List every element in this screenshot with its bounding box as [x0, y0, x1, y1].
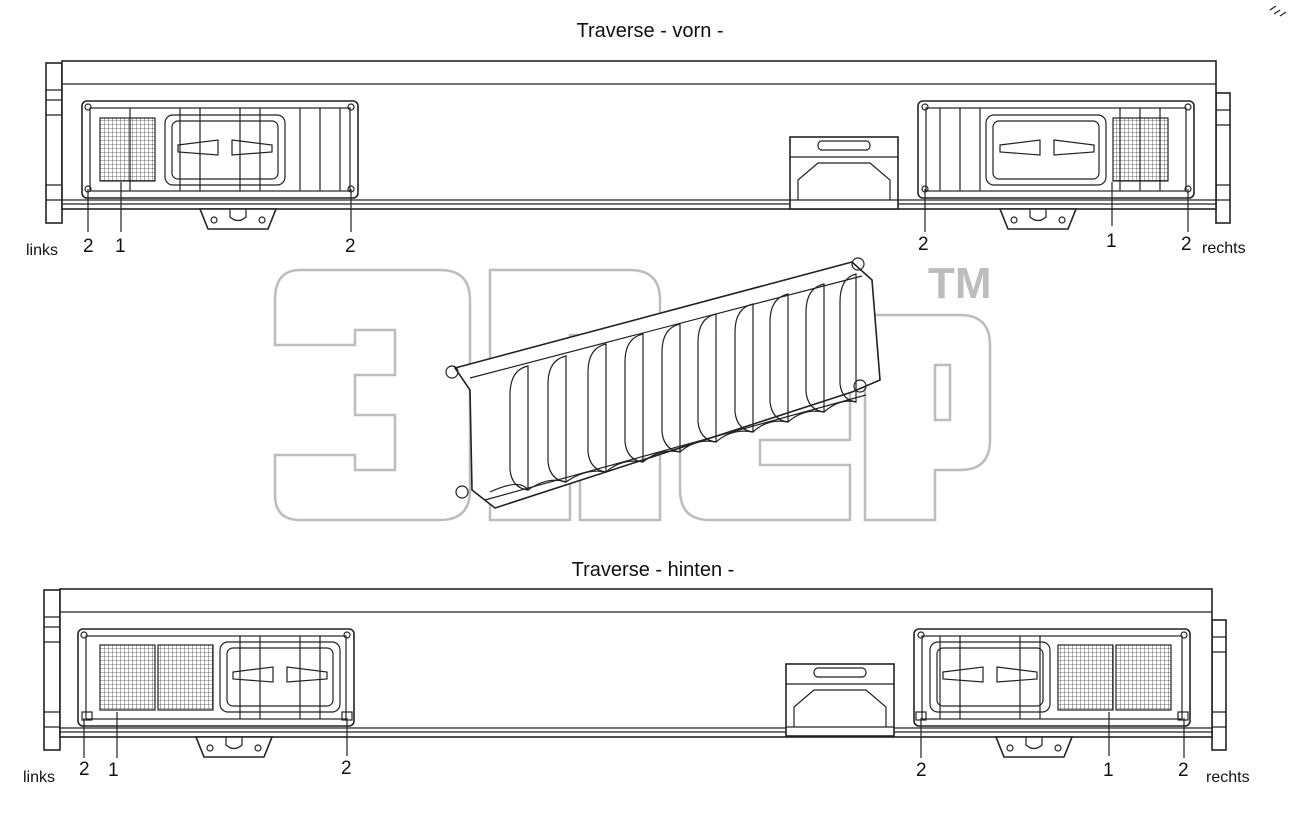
rear-left-reflector-1	[99, 644, 156, 711]
rear-lamp-left	[77, 628, 355, 727]
rear-label-rechts: rechts	[1206, 769, 1250, 786]
rear-callout-2: 1	[108, 760, 119, 781]
front-bracket-right	[998, 208, 1078, 230]
front-callout-2: 1	[115, 236, 126, 257]
front-callout-5: 1	[1106, 231, 1117, 252]
front-callout-3: 2	[345, 236, 356, 257]
rear-right-endcap	[1211, 619, 1227, 751]
front-traverse	[45, 60, 1231, 232]
rear-left-reflector-2	[157, 644, 214, 711]
corner-glyph-icon	[1269, 5, 1287, 17]
rear-callout-1: 2	[79, 759, 90, 780]
rear-callout-6: 2	[1178, 760, 1189, 781]
front-bracket-left	[198, 208, 278, 230]
front-left-endcap	[45, 62, 63, 224]
title-front: Traverse - vorn -	[576, 20, 723, 42]
front-callout-1: 2	[83, 236, 94, 257]
front-right-endcap	[1215, 92, 1231, 224]
front-lamp-left	[81, 100, 359, 199]
grille-detail	[445, 257, 881, 509]
rear-bracket-left	[194, 736, 274, 758]
rear-right-reflector-2	[1115, 644, 1172, 711]
rear-right-reflector-1	[1057, 644, 1114, 711]
front-label-rechts: rechts	[1202, 240, 1246, 257]
front-center-housing	[789, 136, 899, 210]
front-label-links: links	[26, 242, 58, 259]
trademark-mark: TM	[928, 259, 992, 308]
rear-bracket-right	[994, 736, 1074, 758]
front-callout-6: 2	[1181, 234, 1192, 255]
rear-label-links: links	[23, 769, 55, 786]
front-callout-4: 2	[918, 234, 929, 255]
rear-center-housing	[785, 663, 895, 737]
rear-left-endcap	[43, 589, 61, 751]
rear-callout-5: 1	[1103, 760, 1114, 781]
rear-callout-3: 2	[341, 758, 352, 779]
rear-traverse	[43, 588, 1227, 758]
rear-lamp-right	[913, 628, 1191, 727]
front-lamp-right	[917, 100, 1195, 199]
front-left-reflector	[99, 117, 156, 182]
title-rear: Traverse - hinten -	[572, 559, 735, 581]
rear-callout-4: 2	[916, 760, 927, 781]
